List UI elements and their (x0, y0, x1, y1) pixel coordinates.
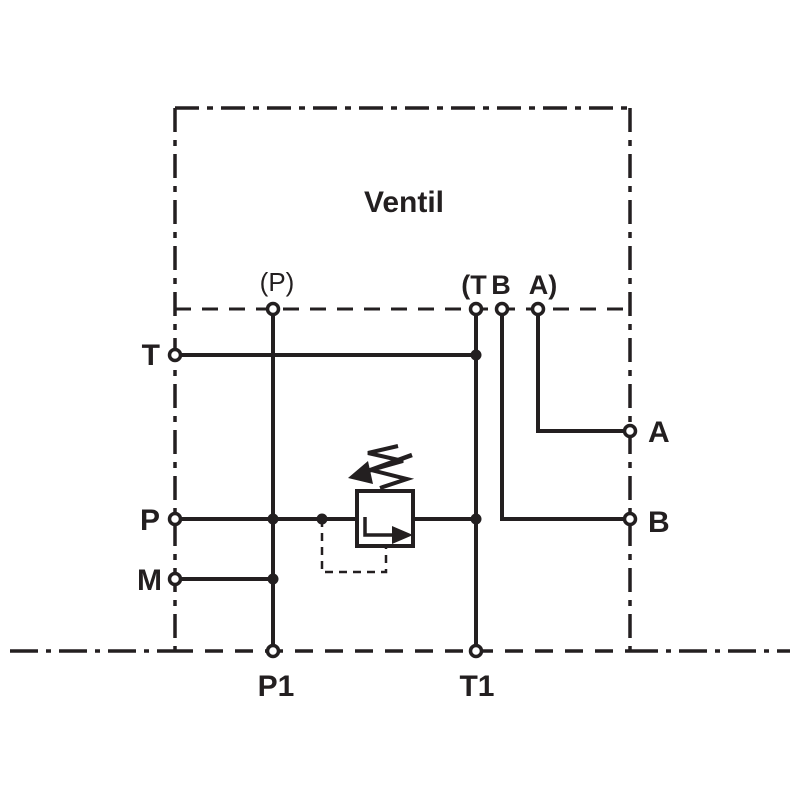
junction-t (470, 349, 482, 361)
port-t1 (468, 643, 484, 659)
port-b (622, 511, 638, 527)
adjustment-arrow-icon (367, 452, 413, 474)
port-t (167, 347, 183, 363)
junction-p (267, 513, 279, 525)
label-port-t1: T1 (459, 670, 494, 703)
junction-dots (267, 349, 482, 585)
label-port-p: P (140, 504, 160, 537)
envelope-boundary (173, 106, 632, 651)
port-t-interface (468, 301, 484, 317)
flow-arrow-icon (363, 517, 394, 537)
port-m (167, 571, 183, 587)
interface-label-t: (T (461, 270, 487, 300)
junction-pilot (316, 513, 328, 525)
port-a-interface (530, 301, 546, 317)
label-port-m: M (137, 564, 162, 597)
valve-title: Ventil (364, 186, 444, 219)
port-p (167, 511, 183, 527)
port-p-interface (265, 301, 281, 317)
label-port-p1: P1 (258, 670, 295, 703)
pressure-relief-valve-icon (320, 444, 415, 574)
adjustment-arrow-head (348, 461, 373, 484)
interface-label-b: B (491, 270, 511, 300)
interface-label-tba: (T B A) (461, 270, 557, 300)
port-circles (167, 301, 638, 659)
port-a (622, 423, 638, 439)
pilot-line (320, 519, 388, 574)
junction-m (267, 573, 279, 585)
interface-label-a: A) (529, 270, 558, 300)
interface-label-p: (P) (260, 267, 295, 297)
b-line (500, 309, 630, 521)
flow-arrow-head (392, 526, 413, 544)
junction-relief-outlet (470, 513, 482, 525)
a-line (536, 309, 630, 433)
label-port-a: A (648, 416, 670, 449)
port-p1 (265, 643, 281, 659)
port-b-interface (494, 301, 510, 317)
label-port-b: B (648, 506, 670, 539)
label-port-t: T (142, 339, 160, 372)
